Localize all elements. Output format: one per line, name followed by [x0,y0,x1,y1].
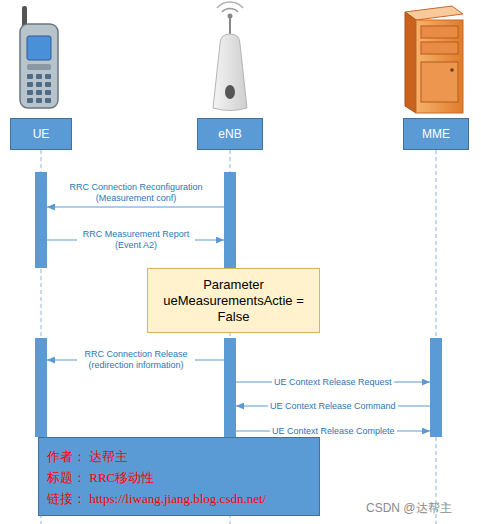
message-arrow [47,207,224,208]
node-text: UE [33,127,50,141]
phone-body [20,24,58,108]
node-text: 标题： RRC移动性 [47,467,311,488]
server-side [405,12,416,113]
activation-bar [224,172,236,268]
server-front [416,20,463,113]
message-label: RRC Measurement Report (Event A2) [77,229,195,251]
activation-bar [224,338,236,437]
server-panel [421,62,458,102]
signal-arc [222,9,238,12]
phone-icon [20,6,58,108]
server-bay [421,42,458,54]
message-label: RRC Connection Reconfiguration (Measurem… [61,182,211,204]
participant-box: UE [10,118,72,150]
base-station-icon [213,2,247,111]
antenna-mast [229,16,231,36]
note-box: Parameter ueMeasurementsActie = False [147,268,320,333]
activation-bar [430,338,442,437]
message-label: UE Context Release Request [272,377,394,388]
activation-bar [35,338,47,437]
message-label: UE Context Release Command [268,401,398,412]
watermark: CSDN @达帮主 [366,500,452,517]
participant-box: eNB [197,118,263,150]
participant-box: MME [403,118,469,150]
node-text: MME [422,127,450,141]
signal-arc [217,2,243,8]
message-label: UE Context Release Complete [270,426,397,437]
activation-bars [35,172,442,437]
author-box: 作者： 达帮主标题： RRC移动性链接： https://liwang.jian… [38,437,320,516]
phone-nav [27,64,51,70]
server-icon [405,6,463,113]
phone-screen [27,36,51,60]
tower-panel [225,85,235,99]
lifeline [436,150,437,524]
node-text: 链接： https://liwang.jiang.blog.csdn.net/ [47,488,311,509]
node-text: eNB [218,127,241,141]
server-bay [421,26,458,38]
server-led [450,68,454,72]
node-text: 作者： 达帮主 [47,446,311,467]
tower-body [213,34,247,111]
node-text: Parameter ueMeasurementsActie = False [154,277,313,325]
phone-keypad [27,74,51,103]
activation-bar [35,172,47,268]
message-label: RRC Connection Release (redirection info… [77,349,195,371]
